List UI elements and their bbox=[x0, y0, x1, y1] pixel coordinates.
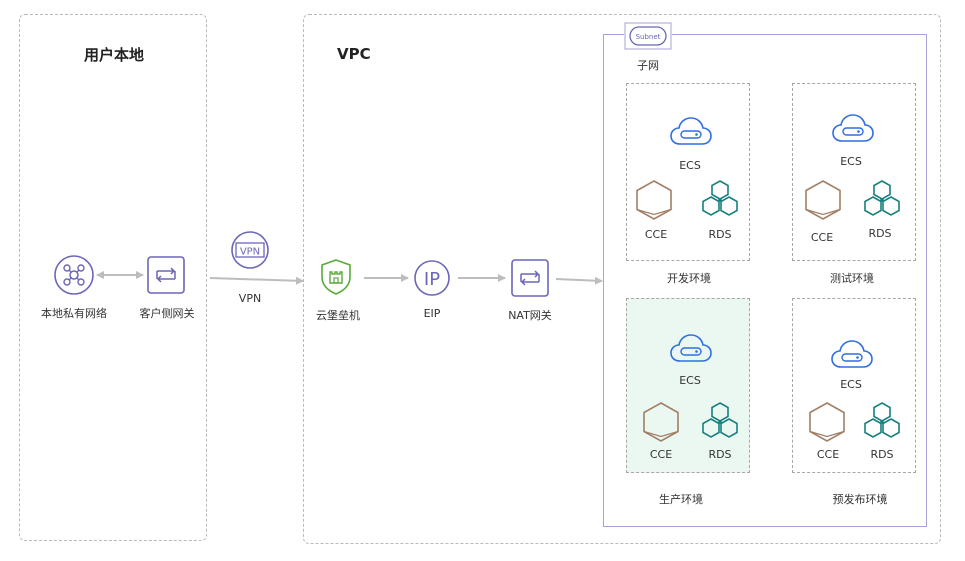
svg-text:VPN: VPN bbox=[240, 247, 260, 258]
nat-gateway-label: NAT网关 bbox=[508, 309, 552, 322]
subnet-icon: Subnet bbox=[624, 22, 672, 50]
eip-icon: IP bbox=[413, 259, 451, 297]
bastion-label: 云堡垒机 bbox=[316, 309, 360, 322]
rds-label: RDS bbox=[708, 228, 732, 241]
ecs-label: ECS bbox=[679, 159, 701, 172]
env-prod-name: 生产环境 bbox=[659, 493, 703, 506]
ecs-cloud-icon bbox=[669, 332, 713, 364]
cce-label: CCE bbox=[816, 448, 840, 461]
eip-label: EIP bbox=[423, 307, 441, 320]
ecs-label: ECS bbox=[840, 378, 862, 391]
rds-label: RDS bbox=[870, 448, 894, 461]
env-dev-name: 开发环境 bbox=[667, 272, 711, 285]
subnet-label: 子网 bbox=[637, 59, 659, 72]
vpn-label: VPN bbox=[238, 292, 262, 305]
local-title: 用户本地 bbox=[84, 46, 145, 64]
env-prod-box bbox=[626, 298, 750, 473]
cce-hexagon-icon bbox=[634, 179, 674, 221]
vpn-icon: VPN bbox=[230, 230, 270, 270]
ecs-label: ECS bbox=[679, 374, 701, 387]
env-test-box bbox=[792, 83, 916, 261]
env-dev-box bbox=[626, 83, 750, 261]
cce-hexagon-icon bbox=[807, 401, 847, 443]
ecs-cloud-icon bbox=[830, 338, 874, 370]
vpc-title: VPC bbox=[337, 45, 371, 63]
env-test-name: 测试环境 bbox=[830, 272, 874, 285]
rds-icon bbox=[699, 401, 741, 443]
cce-hexagon-icon bbox=[803, 179, 843, 221]
cce-label: CCE bbox=[644, 228, 668, 241]
cce-label: CCE bbox=[810, 231, 834, 244]
cce-label: CCE bbox=[649, 448, 673, 461]
shield-icon bbox=[319, 258, 353, 296]
ecs-cloud-icon bbox=[831, 112, 875, 144]
local-container bbox=[19, 14, 207, 541]
rds-icon bbox=[861, 401, 903, 443]
customer-gateway-icon bbox=[147, 256, 185, 294]
rds-label: RDS bbox=[708, 448, 732, 461]
private-network-label: 本地私有网络 bbox=[41, 307, 107, 320]
rds-label: RDS bbox=[868, 227, 892, 240]
rds-icon bbox=[861, 179, 903, 221]
customer-gateway-label: 客户侧网关 bbox=[139, 307, 195, 320]
env-pre-name: 预发布环境 bbox=[832, 493, 888, 506]
cce-hexagon-icon bbox=[641, 401, 681, 443]
ecs-cloud-icon bbox=[669, 115, 713, 147]
network-icon bbox=[53, 254, 95, 296]
svg-text:IP: IP bbox=[424, 269, 440, 290]
rds-icon bbox=[699, 179, 741, 221]
svg-text:Subnet: Subnet bbox=[636, 33, 661, 41]
ecs-label: ECS bbox=[840, 155, 862, 168]
env-pre-box bbox=[792, 298, 916, 473]
nat-gateway-icon bbox=[511, 259, 549, 297]
subnet-container bbox=[603, 34, 927, 527]
